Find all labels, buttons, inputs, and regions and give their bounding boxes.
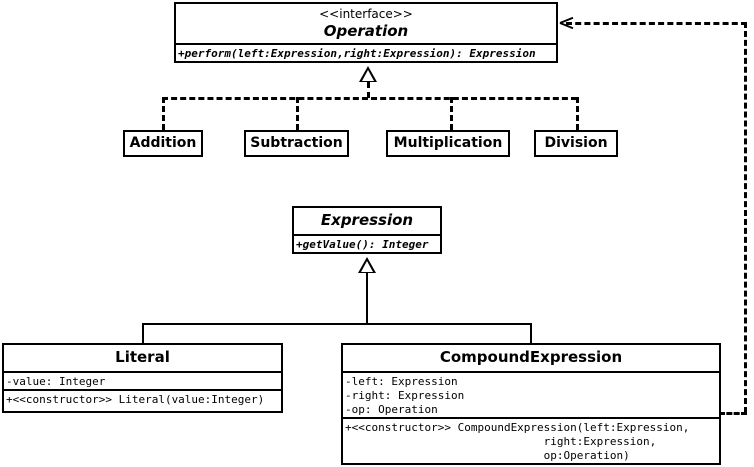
dependency-segment-bottom xyxy=(719,412,747,415)
literal-name: Literal xyxy=(115,348,170,366)
expression-method-getvalue: +getValue(): Integer xyxy=(296,238,429,251)
generalization-stem-expression xyxy=(366,273,368,325)
operation-header: <<interface>> Operation xyxy=(176,4,556,43)
realization-drop-multiplication xyxy=(450,97,453,130)
operation-methods: +perform(left:Expression,right:Expressio… xyxy=(176,43,556,61)
literal-attribute-value: -value: Integer xyxy=(6,375,106,388)
subtraction-name: Subtraction xyxy=(246,132,347,155)
addition-name: Addition xyxy=(125,132,201,155)
compoundexpression-methods: +<<constructor>> CompoundExpression(left… xyxy=(343,417,719,463)
expression-methods: +getValue(): Integer xyxy=(294,234,440,252)
generalization-drop-compoundexpression xyxy=(530,323,532,344)
operation-stereotype: <<interface>> xyxy=(319,7,413,21)
realization-drop-division xyxy=(576,97,579,130)
class-box-division[interactable]: Division xyxy=(534,130,618,157)
expression-name: Expression xyxy=(320,211,414,229)
compoundexpression-method-constructor: +<<constructor>> CompoundExpression(left… xyxy=(345,421,690,462)
dependency-segment-right xyxy=(744,22,747,413)
class-box-addition[interactable]: Addition xyxy=(123,130,203,157)
class-box-operation[interactable]: <<interface>> Operation +perform(left:Ex… xyxy=(174,2,558,63)
realization-drop-subtraction xyxy=(296,97,299,130)
class-box-literal[interactable]: Literal -value: Integer +<<constructor>>… xyxy=(2,343,283,413)
class-box-multiplication[interactable]: Multiplication xyxy=(386,130,510,157)
operation-name: Operation xyxy=(323,22,409,40)
compoundexpression-name: CompoundExpression xyxy=(439,348,623,366)
class-box-compoundexpression[interactable]: CompoundExpression -left: Expression -ri… xyxy=(341,343,721,465)
realization-stem-operation xyxy=(367,82,370,98)
literal-header: Literal xyxy=(4,345,281,371)
expression-header: Expression xyxy=(294,208,440,234)
compoundexpression-attribute-op: -op: Operation xyxy=(345,403,438,416)
generalization-drop-literal xyxy=(142,323,144,344)
division-name: Division xyxy=(536,132,616,155)
compoundexpression-attribute-right: -right: Expression xyxy=(345,389,465,402)
realization-drop-addition xyxy=(162,97,165,130)
realization-bus xyxy=(162,97,577,100)
multiplication-name: Multiplication xyxy=(388,132,508,155)
dependency-segment-top xyxy=(566,22,747,25)
literal-attributes: -value: Integer xyxy=(4,371,281,389)
literal-method-constructor: +<<constructor>> Literal(value:Integer) xyxy=(6,393,265,406)
literal-methods: +<<constructor>> Literal(value:Integer) xyxy=(4,389,281,411)
generalization-bus xyxy=(142,323,532,325)
compoundexpression-attribute-left: -left: Expression xyxy=(345,375,458,388)
class-box-expression[interactable]: Expression +getValue(): Integer xyxy=(292,206,442,254)
operation-method-perform: +perform(left:Expression,right:Expressio… xyxy=(178,47,536,60)
class-box-subtraction[interactable]: Subtraction xyxy=(244,130,349,157)
compoundexpression-attributes: -left: Expression -right: Expression -op… xyxy=(343,371,719,417)
compoundexpression-header: CompoundExpression xyxy=(343,345,719,371)
